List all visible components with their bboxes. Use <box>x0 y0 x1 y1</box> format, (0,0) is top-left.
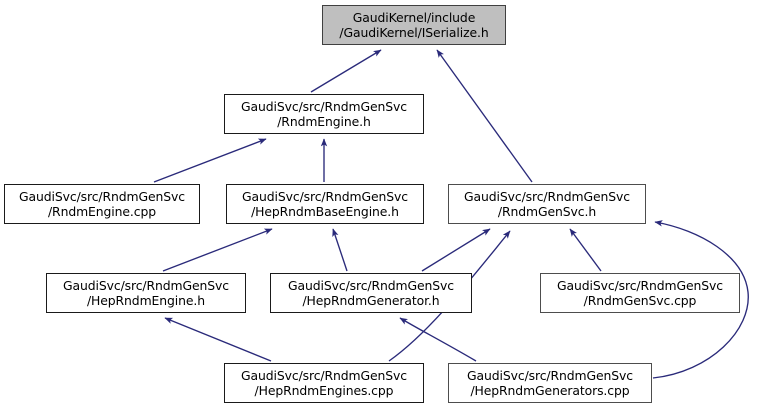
node-heprndmengine-h-line1: GaudiSvc/src/RndmGenSvc <box>63 278 229 293</box>
edge-rndmengine-cpp-to-rndmengine-h <box>153 138 267 183</box>
node-heprndmbaseengine-h-line2: /HepRndmBaseEngine.h <box>251 204 399 219</box>
node-heprndmengines-cpp-line2: /HepRndmEngines.cpp <box>254 383 394 398</box>
node-heprndmbaseengine-h-line1: GaudiSvc/src/RndmGenSvc <box>242 189 408 204</box>
node-heprndmengine-h[interactable]: GaudiSvc/src/RndmGenSvc /HepRndmEngine.h <box>46 273 246 313</box>
edge-rndmgensvc-cpp-to-rndmgensvc-h <box>569 228 602 272</box>
node-rndmgensvc-h-line2: /RndmGenSvc.h <box>497 204 597 219</box>
node-heprndmengines-cpp[interactable]: GaudiSvc/src/RndmGenSvc /HepRndmEngines.… <box>224 363 424 403</box>
node-rndmengine-h-line2: /RndmEngine.h <box>277 114 371 129</box>
node-rndmengine-h-line1: GaudiSvc/src/RndmGenSvc <box>241 99 407 114</box>
node-heprndmbaseengine-h[interactable]: GaudiSvc/src/RndmGenSvc /HepRndmBaseEngi… <box>226 184 424 224</box>
node-heprndmgenerator-h-line1: GaudiSvc/src/RndmGenSvc <box>288 278 454 293</box>
node-heprndmgenerators-cpp-line1: GaudiSvc/src/RndmGenSvc <box>467 368 633 383</box>
node-iserialize-line1: GaudiKernel/include <box>352 10 476 25</box>
node-rndmgensvc-cpp-line2: /RndmGenSvc.cpp <box>583 293 697 308</box>
node-rndmgensvc-h-line1: GaudiSvc/src/RndmGenSvc <box>464 189 630 204</box>
node-heprndmengines-cpp-line1: GaudiSvc/src/RndmGenSvc <box>241 368 407 383</box>
node-iserialize-line2: /GaudiKernel/ISerialize.h <box>339 25 489 40</box>
node-rndmengine-h[interactable]: GaudiSvc/src/RndmGenSvc /RndmEngine.h <box>224 94 424 134</box>
edge-rndmgensvc-h-to-iserialize <box>436 49 533 183</box>
node-rndmengine-cpp[interactable]: GaudiSvc/src/RndmGenSvc /RndmEngine.cpp <box>4 184 200 224</box>
edge-heprndmgenerator-h-to-rndmgensvc-h <box>421 228 491 272</box>
node-heprndmgenerators-cpp-line2: /HepRndmGenerators.cpp <box>470 383 630 398</box>
node-heprndmgenerator-h-line2: /HepRndmGenerator.h <box>302 293 440 308</box>
edge-heprndmgenerators-cpp-to-heprndmgenerator-h <box>399 317 477 362</box>
node-heprndmgenerators-cpp[interactable]: GaudiSvc/src/RndmGenSvc /HepRndmGenerato… <box>448 363 652 403</box>
node-iserialize[interactable]: GaudiKernel/include /GaudiKernel/ISerial… <box>322 5 506 45</box>
edge-heprndmengine-h-to-heprndmbaseengine-h <box>162 228 273 272</box>
node-rndmgensvc-h[interactable]: GaudiSvc/src/RndmGenSvc /RndmGenSvc.h <box>448 184 646 224</box>
node-heprndmgenerator-h[interactable]: GaudiSvc/src/RndmGenSvc /HepRndmGenerato… <box>270 273 472 313</box>
edge-heprndmengines-cpp-to-heprndmengine-h <box>164 317 272 362</box>
node-rndmengine-cpp-line2: /RndmEngine.cpp <box>47 204 157 219</box>
node-rndmengine-cpp-line1: GaudiSvc/src/RndmGenSvc <box>19 189 185 204</box>
node-rndmgensvc-cpp-line1: GaudiSvc/src/RndmGenSvc <box>557 278 723 293</box>
edge-rndmengine-h-to-iserialize <box>310 49 382 93</box>
node-heprndmengine-h-line2: /HepRndmEngine.h <box>86 293 206 308</box>
node-rndmgensvc-cpp[interactable]: GaudiSvc/src/RndmGenSvc /RndmGenSvc.cpp <box>540 273 740 313</box>
edge-heprndmgenerator-h-to-heprndmbaseengine-h <box>332 228 348 272</box>
